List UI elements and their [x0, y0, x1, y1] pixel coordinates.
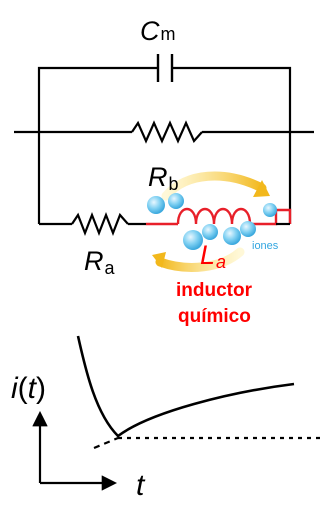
resistor-b-label: Rb — [148, 162, 179, 194]
x-axis-label: t — [136, 469, 146, 502]
resistor-a-label: Ra — [84, 246, 116, 278]
ion — [263, 203, 277, 217]
inductor-caption-line1: inductor — [176, 280, 253, 301]
circuit-wires — [14, 66, 314, 226]
resistor-b — [131, 120, 203, 144]
arrow-upper — [161, 171, 267, 201]
inductor-caption-line2: químico — [178, 306, 251, 327]
inductor-label: La — [200, 240, 226, 272]
top-wire-left — [37, 66, 158, 224]
resistor-a — [71, 211, 129, 237]
capacitor-label: Cm — [140, 16, 176, 46]
dashed-asymptote-start — [93, 436, 119, 450]
arrow-lower-head — [152, 252, 166, 268]
ions-label: iones — [252, 240, 279, 252]
ion — [202, 224, 218, 240]
ion — [223, 227, 241, 245]
ion — [168, 193, 184, 209]
ion-flow-arrows — [152, 171, 270, 272]
capacitor — [156, 54, 174, 82]
ion — [147, 196, 165, 214]
current-graph: i(t) t — [11, 335, 322, 502]
ion — [240, 221, 256, 237]
top-wire-right — [172, 66, 292, 224]
y-axis-label: i(t) — [11, 372, 46, 405]
arrow-lower — [155, 247, 245, 272]
ions — [147, 193, 277, 250]
arrow-upper-head — [253, 180, 270, 197]
ion — [183, 230, 203, 250]
current-curve — [76, 335, 295, 438]
